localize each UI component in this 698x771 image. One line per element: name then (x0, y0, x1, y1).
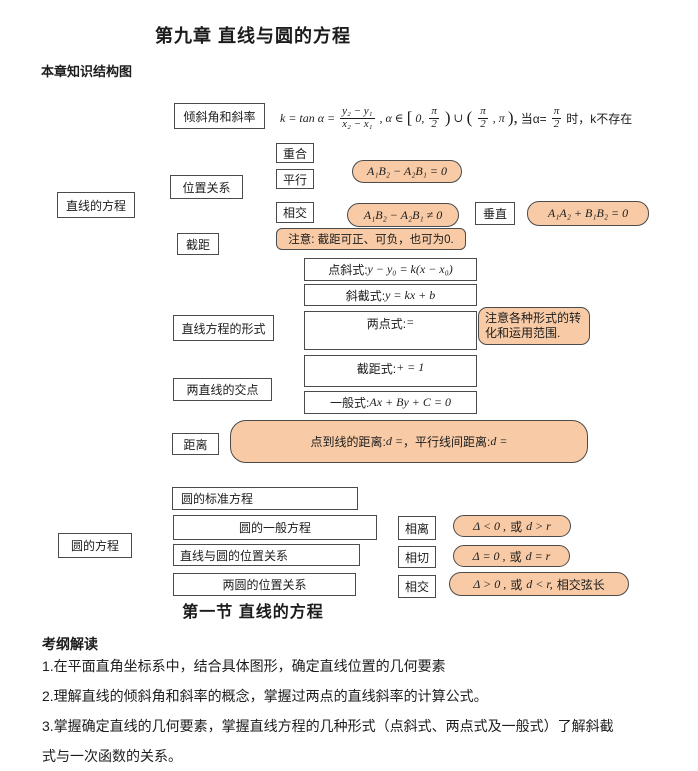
union-symbol: ∪ (453, 110, 464, 125)
condition-math: d < r, (526, 576, 553, 591)
box-slope-intercept-form: 斜截式: y = kx + b (304, 284, 477, 306)
box-two-point-form: 两点式: = (304, 311, 477, 350)
syllabus-item: 2.理解直线的倾斜角和斜率的概念，掌握过两点的直线斜率的计算公式。 (42, 688, 488, 704)
pill-forms-note: 注意各种形式的转化和运用范围. (478, 307, 590, 345)
box-intersect: 相交 (276, 202, 314, 223)
distance-text: ，平行线间距离: (403, 435, 491, 449)
condition-text: 或 (510, 519, 523, 534)
box-two-circles-relation: 两圆的位置关系 (173, 573, 356, 596)
structure-diagram-heading: 本章知识结构图 (41, 64, 133, 79)
form-formula: = (406, 315, 415, 329)
box-intersecting: 相交 (398, 575, 436, 598)
box-circle-general: 圆的一般方程 (173, 515, 377, 540)
form-formula: y − y₀ = k(x − x₀) (367, 262, 453, 276)
box-intercept-form: 截距式: + = 1 (304, 355, 477, 387)
form-label: 截距式: (356, 362, 397, 376)
condition-math: Δ < 0 , (473, 518, 507, 533)
box-position-relation: 位置关系 (170, 175, 243, 199)
paren-open: ( (466, 108, 473, 127)
box-forms-label: 直线方程的形式 (173, 315, 274, 341)
formula-when: 当α= (520, 111, 547, 126)
form-label: 两点式: (366, 317, 407, 331)
condition-text: 或 (509, 549, 522, 564)
box-separate: 相离 (398, 516, 436, 540)
form-label: 一般式: (330, 396, 370, 410)
section-title: 第一节 直线的方程 (182, 604, 324, 621)
box-perpendicular: 垂直 (475, 202, 515, 225)
box-circle-root: 圆的方程 (58, 533, 132, 558)
pill-intercept-note: 注意: 截距可正、可负，也可为0. (276, 228, 466, 250)
paren-close: ) (444, 108, 451, 127)
formula-lead: k = tan α = (280, 110, 336, 125)
distance-text: 点到线的距离: (310, 435, 386, 449)
distance-formula: d = (385, 434, 403, 448)
form-label: 点斜式: (328, 263, 368, 277)
formula-zero: 0, (415, 110, 425, 125)
syllabus-item: 1.在平面直角坐标系中，结合具体图形，确定直线位置的几何要素 (42, 658, 446, 674)
box-two-lines-intersection: 两直线的交点 (173, 378, 272, 401)
formula-tail: 时，k不存在 (566, 111, 633, 126)
formula-comma-pi: , π (492, 110, 505, 125)
condition-math: Δ = 0 , (472, 548, 506, 563)
pill-perpendicular-condition: A₁A₂ + B₁B₂ = 0 (527, 201, 649, 226)
box-tangent: 相切 (398, 546, 436, 568)
box-general-form: 一般式: Ax + By + C = 0 (304, 391, 477, 414)
box-point-slope-form: 点斜式: y − y₀ = k(x − x₀) (304, 258, 477, 281)
box-line-root: 直线的方程 (57, 192, 135, 218)
form-label: 斜截式: (345, 288, 386, 303)
condition-math: d = r (525, 548, 551, 563)
box-parallel: 平行 (276, 169, 314, 189)
form-formula: + = 1 (396, 360, 425, 374)
condition-math: Δ > 0 , (473, 576, 507, 591)
paren-close: ), (507, 108, 518, 127)
distance-formula: d = (490, 434, 508, 448)
box-line-circle-relation: 直线与圆的位置关系 (173, 544, 360, 566)
box-distance: 距离 (172, 433, 219, 455)
box-intercept: 截距 (177, 233, 219, 255)
box-slope-label: 倾斜角和斜率 (174, 103, 265, 129)
form-formula: y = kx + b (385, 287, 436, 302)
box-circle-standard: 圆的标准方程 (172, 487, 358, 510)
form-formula: Ax + By + C = 0 (369, 395, 451, 409)
pill-distance-note: 点到线的距离: d =，平行线间距离: d = (230, 420, 588, 463)
formula-alpha-in: , α ∈ (379, 110, 404, 125)
condition-math: d > r (526, 518, 551, 533)
chapter-title: 第九章 直线与圆的方程 (155, 26, 351, 46)
syllabus-list: 1.在平面直角坐标系中，结合具体图形，确定直线位置的几何要素 2.理解直线的倾斜… (42, 651, 624, 771)
pill-intersect-condition: A₁B₂ − A₂B₁ ≠ 0 (347, 203, 459, 227)
syllabus-heading: 考纲解读 (42, 636, 98, 652)
condition-text: 相交弦长 (556, 577, 605, 592)
box-coincident: 重合 (276, 143, 314, 163)
condition-text: 或 (510, 577, 523, 592)
pill-parallel-condition: A₁B₂ − A₂B₁ = 0 (352, 160, 462, 183)
bracket-open: [ (406, 108, 413, 127)
syllabus-item: 3.掌握确定直线的几何要素，掌握直线方程的几种形式（点斜式、两点式及一般式）了解… (42, 718, 614, 764)
